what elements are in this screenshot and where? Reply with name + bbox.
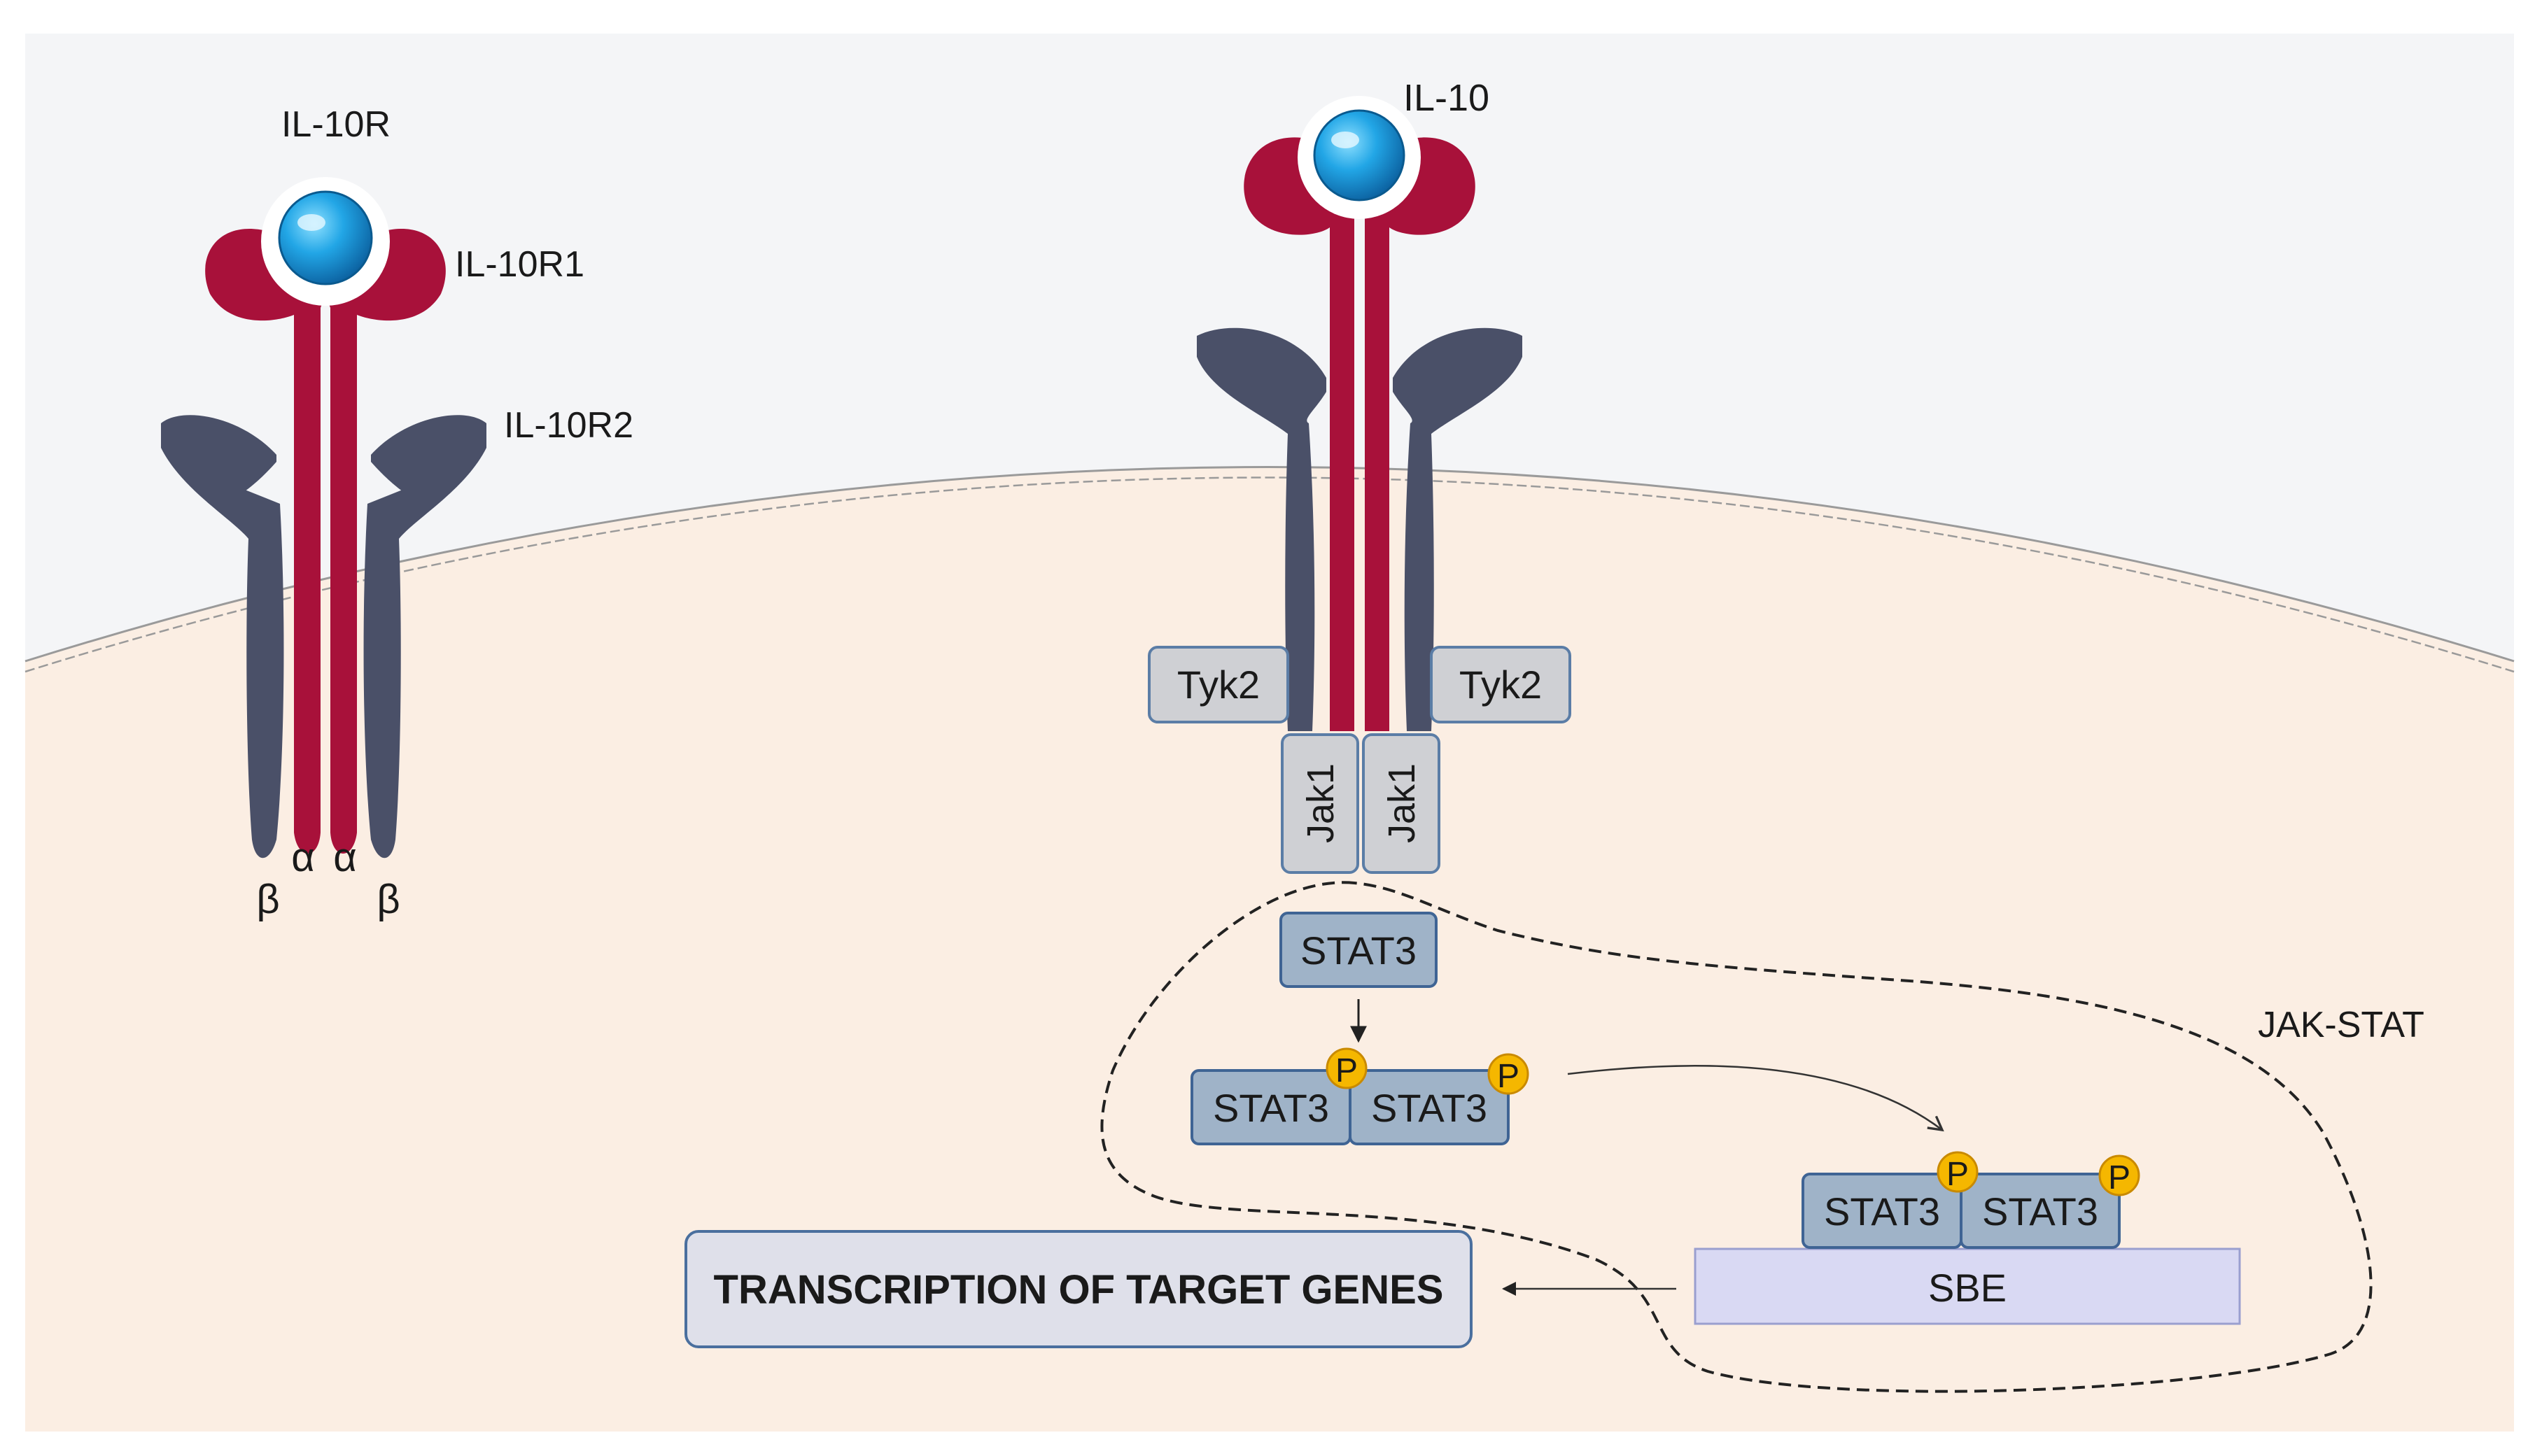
stat3-bound-right-box [1960, 1173, 2121, 1249]
right-receptor-alpha-right [1356, 137, 1475, 731]
phospho-badge-bound-left [1937, 1151, 1979, 1193]
left-receptor [161, 177, 486, 858]
tyk2-left-label: Tyk2 [1177, 663, 1260, 707]
translocation-arrow [1567, 1065, 1944, 1132]
il10r2-label: IL-10R2 [504, 405, 633, 446]
tyk2-right-label: Tyk2 [1459, 663, 1542, 707]
il10-label: IL-10 [1403, 77, 1489, 119]
stat3-monomer-label: STAT3 [1300, 928, 1417, 973]
left-ligand-icon [278, 190, 373, 285]
right-receptor [1197, 96, 1522, 731]
left-alpha-chain [205, 229, 329, 854]
right-alpha-chain [322, 229, 446, 854]
right-beta-chain-outer [363, 415, 486, 858]
right-receptor-beta-right [1393, 327, 1522, 731]
cell-membrane-inner [24, 476, 2515, 673]
chain-label-beta-right: β [377, 877, 400, 922]
phospho-label-dimer-left: P [1335, 1052, 1358, 1089]
jak1-left-label: Jak1 [1300, 763, 1342, 843]
tyk2-left-box [1148, 646, 1289, 723]
phospho-label-dimer-right: P [1497, 1058, 1519, 1095]
left-beta-chain-outer [161, 415, 284, 858]
chain-label-alpha-right: α [333, 835, 357, 880]
stat3-monomer-box [1279, 912, 1438, 988]
right-ligand-highlight [1331, 132, 1359, 148]
tyk2-right-box [1430, 646, 1571, 723]
jak-stat-region-outline [1100, 881, 2373, 1393]
jak1-right-label: Jak1 [1381, 763, 1423, 843]
left-receptor-title: IL-10R [281, 104, 391, 145]
sbe-box [1694, 1248, 2241, 1325]
jak1-right-box [1362, 733, 1440, 874]
phospho-badge-bound-right [2098, 1154, 2140, 1196]
right-ligand-icon [1313, 109, 1405, 202]
phospho-badge-dimer-left [1326, 1047, 1368, 1089]
chain-label-beta-left: β [256, 877, 279, 922]
phospho-badge-dimer-right [1487, 1053, 1529, 1095]
stat3-dimer-right-label: STAT3 [1371, 1086, 1487, 1130]
stat3-bound-right-label: STAT3 [1982, 1189, 2098, 1234]
transcription-label: TRANSCRIPTION OF TARGET GENES [714, 1267, 1444, 1313]
left-ligand-highlight [297, 214, 325, 231]
sbe-label: SBE [1928, 1266, 2007, 1310]
phospho-label-bound-right: P [2108, 1159, 2130, 1196]
stat3-bound-left-label: STAT3 [1824, 1189, 1940, 1234]
stat3-dimer-left-label: STAT3 [1213, 1086, 1329, 1130]
jak1-left-box [1281, 733, 1359, 874]
chain-label-alpha-left: α [291, 835, 315, 880]
phospho-label-bound-left: P [1946, 1156, 1969, 1193]
right-receptor-beta-left [1197, 327, 1326, 731]
right-receptor-alpha-left [1244, 137, 1363, 731]
jak-stat-label: JAK-STAT [2258, 1005, 2424, 1045]
cell-membrane-outer [24, 466, 2515, 663]
stat3-dimer-right-box [1349, 1069, 1510, 1145]
il10r1-label: IL-10R1 [455, 244, 584, 285]
transcription-box [684, 1230, 1473, 1348]
